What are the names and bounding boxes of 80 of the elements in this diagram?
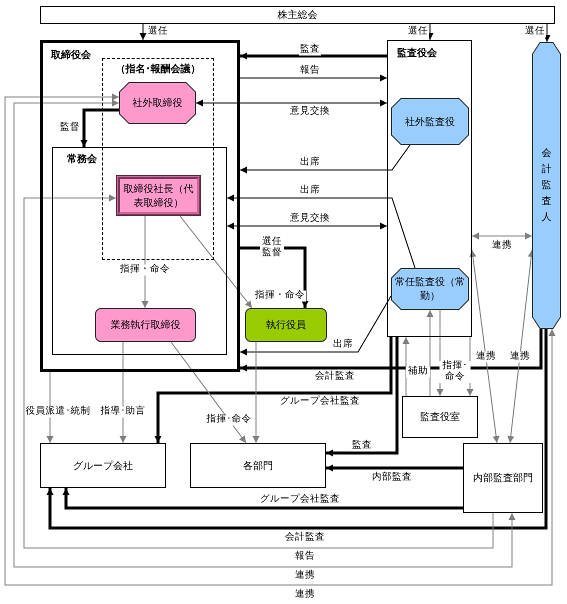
process-box: 内部監査部門 (463, 443, 543, 513)
edge-label: 補助 (406, 366, 430, 378)
edge-label: 指揮・命令 (119, 264, 171, 276)
edge-label: 役員派遣･統制 (24, 406, 92, 418)
double-arrow (196, 100, 388, 106)
edge-label: 意見交換 (289, 214, 331, 224)
process-box: 執行役員 (245, 308, 327, 342)
group-heading: 取締役会 (51, 48, 91, 62)
octagon-box: 常任監査役（常勤） (391, 268, 469, 310)
double-arrow (472, 232, 532, 240)
arrow (24, 194, 494, 548)
arrow (426, 24, 434, 40)
double-arrow (507, 250, 535, 444)
double-arrow (226, 222, 388, 230)
arrow (46, 372, 54, 444)
edge-label: 選任監督 (260, 237, 284, 259)
arrow (170, 342, 246, 444)
group-heading: 監査役会 (397, 46, 437, 60)
arrow (240, 329, 542, 372)
process-box: 監査役室 (402, 396, 478, 438)
edge-label: 連携 (294, 570, 316, 582)
process-box: 各部門 (190, 443, 326, 488)
edge-label: 指揮･命令 (206, 414, 252, 426)
arrow (252, 342, 260, 444)
group-heading: 常務会 (67, 152, 97, 166)
group-heading: （指名･報酬会議） (114, 62, 202, 76)
committee-frame (52, 147, 227, 355)
arrow (180, 216, 252, 308)
edge-label: 出席 (332, 340, 354, 350)
meeting-box: 株主総会 (40, 6, 555, 24)
arrow (226, 194, 416, 268)
edge-label: 選任 (147, 26, 169, 38)
process-box: グループ会社 (40, 443, 166, 488)
edge-label: 連携 (294, 590, 316, 600)
edge-label: 内部監査 (371, 472, 413, 484)
arrow (326, 337, 398, 456)
arrow (544, 24, 550, 42)
arrow (240, 144, 410, 174)
arrow (326, 464, 463, 472)
edge-label: グループ会社監査 (259, 494, 341, 506)
arrow (154, 337, 392, 443)
edge-label: 連携 (475, 352, 497, 362)
edge-label: 監査 (351, 440, 373, 452)
arrow (46, 329, 548, 530)
edge-label: 連携 (509, 352, 531, 362)
double-arrow (469, 250, 500, 444)
arrow (240, 74, 388, 82)
process-box: 取締役社長（代表取締役） (116, 175, 201, 216)
process-box: 業務執行取締役 (95, 308, 196, 342)
edge-label: 報告 (294, 552, 316, 562)
arrow (240, 52, 387, 60)
board-frame (40, 40, 240, 372)
committee-frame (387, 40, 472, 337)
arrow (402, 336, 410, 396)
octagon-box: 社外監査役 (391, 98, 469, 145)
edge-label: 報告 (299, 66, 321, 76)
auditor-bar: 会計監査人 (532, 42, 561, 329)
edge-label: 出席 (299, 158, 321, 168)
arrow (140, 24, 146, 40)
edge-label: 会計監査 (284, 532, 326, 544)
arrow (240, 296, 392, 356)
arrow (426, 310, 434, 396)
arrow (142, 216, 148, 308)
arrow (240, 246, 308, 308)
edge-label: 出席 (299, 186, 321, 196)
arrow (62, 488, 463, 510)
edge-label: 会計監査 (314, 372, 356, 382)
edge-label: 選任 (524, 26, 546, 38)
octagon-box: 社外取締役 (119, 82, 196, 124)
edge-label: 選任 (407, 26, 429, 38)
edge-label: 監督 (59, 122, 81, 134)
edge-label: 指導･助言 (100, 406, 146, 418)
edge-label: 監査 (299, 44, 321, 56)
arrow (80, 108, 119, 147)
arrow (120, 342, 126, 444)
edge-label: 連携 (491, 240, 513, 252)
edge-label: グループ会社監査 (279, 396, 361, 408)
edge-label: 意見交換 (289, 106, 331, 118)
edge-label: 指揮・命令 (254, 290, 306, 302)
edge-label: 指揮･命令 (440, 361, 470, 383)
